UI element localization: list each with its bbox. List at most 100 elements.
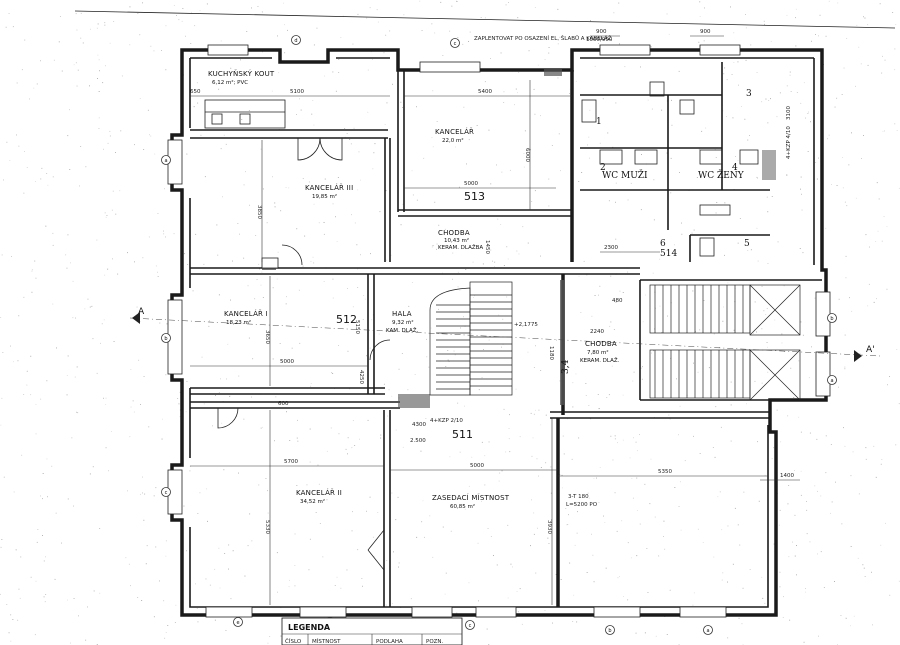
section-marks: A A': [138, 307, 875, 355]
corridor-right-area: 7,80 m²: [587, 349, 609, 356]
window: [593, 606, 641, 618]
grid-bubble: [827, 375, 837, 385]
legend-title: LEGENDA: [288, 623, 331, 632]
dimension-labels: 900 1500/900 900 5100 5400 650 5000 5000…: [190, 29, 794, 534]
corridor-top-floor: KERAM. DLAŽBA: [438, 243, 483, 251]
grid-bubble: [605, 625, 615, 635]
legend-col-number: ČÍSLO: [285, 638, 302, 645]
dim-5700: 5700: [284, 459, 298, 465]
room-number-513: 513: [464, 190, 485, 203]
section-a-left: A: [138, 307, 145, 317]
dim-5000a: 5000: [464, 181, 478, 187]
dim-3100: 3100: [786, 106, 792, 120]
notes: ZAPLENTOVAT PO OSAZENÍ EL. ŠLABŮ A KABEL…: [430, 34, 792, 508]
corridor-right-floor: KERAM. DLAŽ.: [580, 356, 620, 364]
sheet-border-line: [74, 10, 896, 29]
grid-bubbles: abcdcbaedcba: [161, 35, 837, 635]
hatched-blocks: [262, 68, 776, 408]
dim-900b: 900: [700, 29, 711, 35]
office-2-area: 34,52 m²: [300, 498, 325, 505]
dim-4250: 4250: [358, 370, 364, 384]
dim-3850: 3850: [256, 205, 262, 219]
meeting-area: 60,85 m²: [450, 503, 475, 510]
dim-2240: 2240: [590, 329, 604, 335]
office-top-name: KANCELÁŘ: [435, 127, 474, 136]
kitchen-counter: [204, 99, 286, 129]
kitchen-name: KUCHYŇSKÝ KOUT: [208, 69, 275, 78]
stair-label: 4+KZP 2/10: [430, 418, 463, 424]
grid-bubble: [465, 620, 475, 630]
grid-bubble-label: c: [454, 41, 457, 47]
wc-number-5: 5: [744, 239, 750, 249]
hall-floor: KAM. DLAŽ.: [386, 326, 418, 334]
window: [299, 606, 347, 618]
dim-3650: 3650: [264, 330, 270, 344]
window: [205, 606, 253, 618]
wc-number-6: 6: [660, 239, 666, 249]
grid-bubble-label: a: [706, 628, 709, 634]
window: [261, 257, 279, 269]
grid-bubble-label: b: [164, 336, 167, 342]
grid-bubble-label: b: [830, 316, 833, 322]
outer-walls: [170, 48, 828, 617]
label-lm: 4+KZP 4/10: [786, 126, 792, 159]
dim-4300: 4300: [412, 422, 426, 428]
office-top-area: 22,0 m²: [442, 137, 464, 144]
room-number-514: 514: [660, 249, 677, 259]
interior-walls: [190, 62, 822, 607]
grid-bubble-label: a: [164, 158, 167, 164]
room-labels: KUCHYŇSKÝ KOUT 6,12 m²; PVC KANCELÁŘ 22,…: [208, 69, 620, 510]
wc-number-4: 4: [732, 163, 738, 173]
dim-5100: 5100: [290, 89, 304, 95]
handwritten-labels: 513 512 511 WC MUŽI WC ŽENY 514 1 2 3 4 …: [336, 89, 752, 441]
dim-900a: 900: [596, 29, 607, 35]
corridor-top-name: CHODBA: [438, 229, 470, 237]
grid-bubble: [233, 617, 243, 627]
dim-2500: 2.500: [410, 438, 426, 444]
window: [207, 44, 249, 56]
wall-note: ZAPLENTOVAT PO OSAZENÍ EL. ŠLABŮ A KABEL…: [474, 34, 612, 42]
legend-col-room: MÍSTNOST: [312, 638, 341, 645]
grid-bubble-label: c: [469, 623, 472, 629]
hall-area: 9,32 m²: [392, 319, 414, 326]
staircase-right: [649, 284, 801, 401]
dim-5330: 5330: [264, 520, 270, 534]
kitchen-area: 6,12 m²; PVC: [212, 79, 248, 86]
dim-2300: 2300: [604, 245, 618, 251]
window: [815, 351, 831, 397]
room-number-511: 511: [452, 428, 473, 441]
corridor-right-name: CHODBA: [585, 340, 617, 348]
staircase-main: [429, 281, 513, 396]
dim-600: 600: [278, 401, 289, 407]
office-3-area: 19,85 m²: [312, 193, 337, 200]
grid-bubble: [450, 38, 460, 48]
dim-480: 480: [612, 298, 623, 304]
wc-number-3: 3: [746, 89, 752, 99]
grid-bubble: [161, 333, 171, 343]
dim-1450: 1450: [484, 240, 490, 254]
legend-table: LEGENDA ČÍSLO MÍSTNOST PODLAHA POZN.: [281, 617, 463, 645]
wc-fixtures: [581, 81, 759, 257]
corridor-top-area: 10,43 m²: [444, 237, 469, 244]
grid-bubble: [703, 625, 713, 635]
dim-1180: 1180: [548, 346, 554, 360]
dim-650: 650: [190, 89, 201, 95]
grid-bubble: [161, 487, 171, 497]
hall-name: HALA: [392, 310, 412, 318]
level-mark: +2,1775: [514, 322, 538, 328]
dim-6000: 6000: [524, 148, 530, 162]
grid-bubble-label: d: [294, 38, 297, 44]
dim-5150: 5150: [354, 320, 360, 334]
dim-5350: 5350: [658, 469, 672, 475]
lintel-label: 3-T 180: [568, 494, 589, 500]
window: [411, 606, 453, 618]
room-number-512: 512: [336, 313, 357, 326]
grid-bubble: [291, 35, 301, 45]
wc-women-label: WC ŽENY: [698, 169, 745, 181]
meeting-name: ZASEDACÍ MÍSTNOST: [432, 493, 510, 502]
window: [815, 291, 831, 337]
grid-bubble-label: b: [608, 628, 611, 634]
wc-number-1: 1: [596, 117, 602, 127]
window: [475, 606, 517, 618]
